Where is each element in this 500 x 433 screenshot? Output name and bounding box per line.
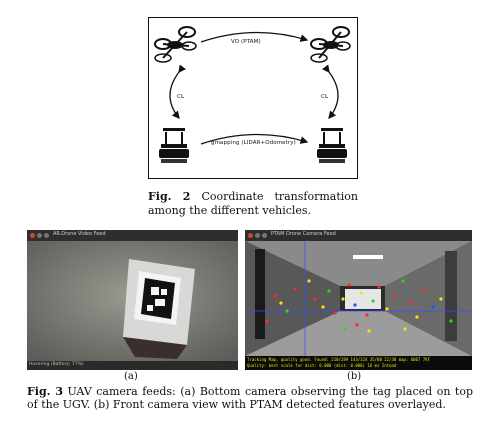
figure-2-caption-text: Coordinate transformation among the diff… [148,190,359,217]
ground-robot-icon-left [159,128,189,163]
window-title: AR.Drone Video Feed [53,231,106,237]
subfigure-label-b: (b) [347,371,362,382]
battery-status: Hovering (Battery: 77%) [29,362,84,367]
cl-arrow-right [321,64,339,120]
gmapping-arrow [200,133,309,145]
tracking-status-line-1: Tracking Map, quality good. Found: 210/2… [247,357,431,362]
ptam-feature-points [265,279,453,333]
figure-2-caption-label: Fig. 2 [148,190,191,203]
vo-arrow [200,31,309,43]
drone-icon-top-right [310,26,351,63]
front-camera-image [245,241,472,356]
cl-label-left: CL [177,94,185,100]
gmapping-label: gmapping (LIDAR+Odometry) [211,140,296,146]
cl-arrow-left [169,64,187,120]
close-icon[interactable] [30,233,35,238]
minimize-icon[interactable] [37,233,42,238]
close-icon[interactable] [248,233,253,238]
camera-feed-window-front: PTAM Drone Camera Feed [245,230,472,370]
figure-2-caption: Fig. 2 Coordinate transformation among t… [148,190,358,218]
camera-feed-window-bottom: AR.Drone Video Feed Hovering (Battery: 7… [27,230,238,370]
cl-label-right: CL [321,94,329,100]
bottom-camera-image [27,241,238,361]
maximize-icon[interactable] [44,233,49,238]
maximize-icon[interactable] [262,233,267,238]
ground-robot-icon-right [317,128,347,163]
window-title: PTAM Drone Camera Feed [271,231,336,237]
ptam-tracking-bar: Tracking Map, quality good. Found: 210/2… [245,356,472,370]
drone-icon-top-left [154,26,197,63]
vo-label: VO (PTAM) [231,39,261,45]
figure-3-caption-text: UAV camera feeds: (a) Bottom camera obse… [27,385,473,411]
diagram-graphics [154,26,351,163]
tracking-status-line-2: Quality: best scale for dist: 0.000 (dis… [247,363,397,368]
figure-2-diagram: VO (PTAM) CL CL gmapping (LIDAR+Odometry… [148,17,358,179]
subfigure-label-a: (a) [124,371,138,382]
figure-3-caption: Fig. 3 UAV camera feeds: (a) Bottom came… [27,385,473,411]
figure-3-caption-label: Fig. 3 [27,385,63,398]
status-bar: Hovering (Battery: 77%) [27,361,238,370]
minimize-icon[interactable] [255,233,260,238]
